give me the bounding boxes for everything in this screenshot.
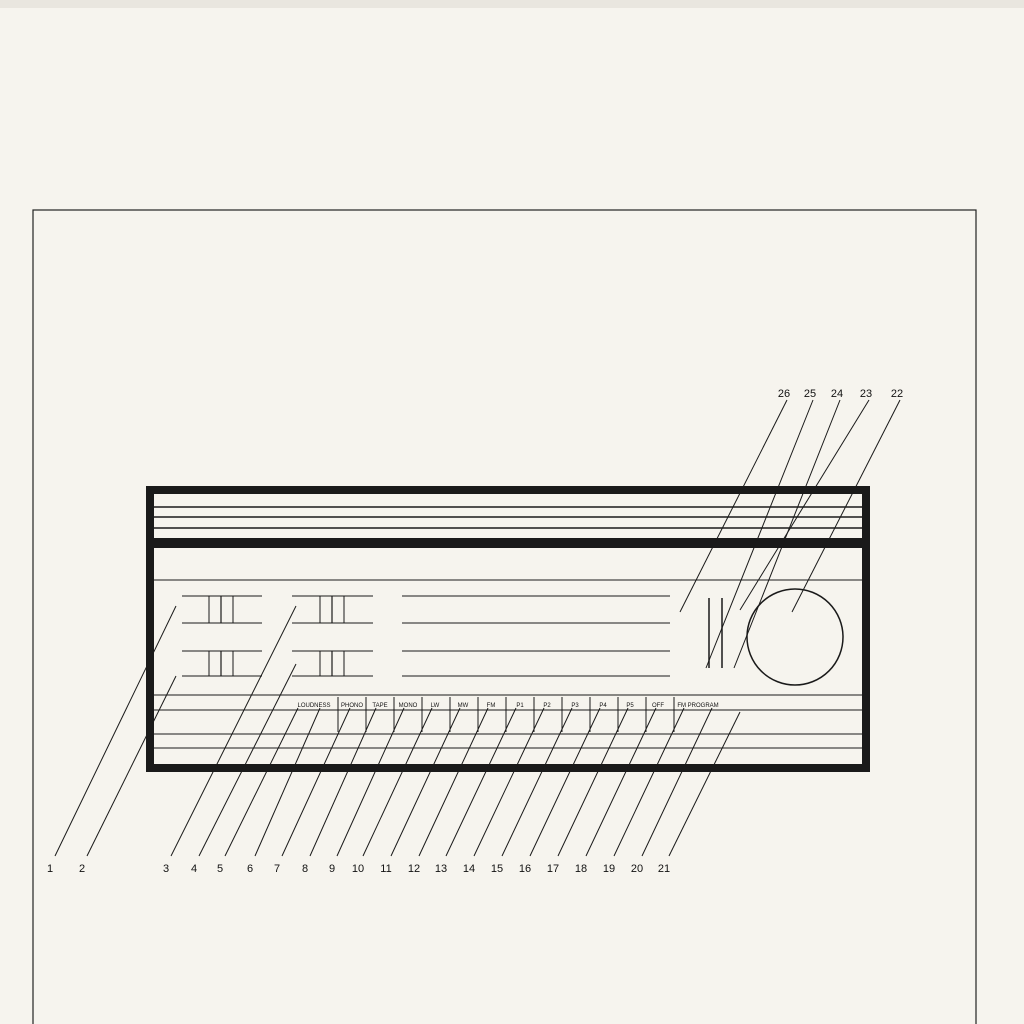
leader-line-12: [418, 707, 489, 857]
slider-control-group-center: [292, 595, 373, 677]
leader-line-21: [668, 711, 741, 857]
callout-13: 13: [435, 863, 447, 875]
leader-line-4: [198, 663, 297, 857]
button-label-tape: TAPE: [372, 703, 387, 709]
leader-line-22: [791, 399, 901, 613]
callout-21: 21: [658, 863, 670, 875]
receiver-body: [146, 486, 870, 772]
leader-line-20: [641, 707, 713, 857]
leader-line-1: [54, 605, 177, 857]
leader-line-2: [86, 675, 177, 857]
callout-11: 11: [380, 863, 391, 875]
leader-line-9: [336, 707, 405, 857]
button-label-mono: MONO: [399, 703, 418, 709]
leader-line-3: [170, 605, 297, 857]
button-label-lw: LW: [431, 703, 440, 709]
callout-6: 6: [247, 863, 253, 875]
button-label-phono: PHONO: [341, 703, 363, 709]
leader-line-10: [362, 707, 433, 857]
callout-22: 22: [891, 388, 903, 400]
leader-line-18: [585, 707, 657, 857]
button-label-p2: P2: [543, 703, 551, 709]
leader-line-7: [281, 707, 351, 857]
button-label-p5: P5: [626, 703, 634, 709]
top-band: [154, 538, 862, 548]
callout-2: 2: [79, 863, 85, 875]
leader-line-14: [473, 707, 545, 857]
tuning-knob: [746, 588, 844, 686]
leader-line-15: [501, 707, 573, 857]
leader-line-25: [705, 399, 814, 669]
callout-9: 9: [329, 863, 335, 875]
callout-7: 7: [274, 863, 280, 875]
callout-15: 15: [491, 863, 503, 875]
leader-line-23: [739, 399, 870, 611]
callout-14: 14: [463, 863, 475, 875]
button-row: LOUDNESS PHONO TAPE MONO LW MW FM P1 P2 P3 P4 P5 OFF…: [297, 697, 719, 732]
callout-1: 1: [47, 863, 53, 875]
leader-line-11: [390, 707, 461, 857]
callout-8: 8: [302, 863, 308, 875]
leader-line-16: [529, 707, 601, 857]
button-label-p1: P1: [516, 703, 524, 709]
callout-25: 25: [804, 388, 816, 400]
leader-line-26: [679, 399, 788, 613]
leader-line-17: [557, 707, 629, 857]
callout-20: 20: [631, 863, 643, 875]
callout-23: 23: [860, 388, 872, 400]
leader-line-6: [254, 707, 321, 857]
callout-19: 19: [603, 863, 615, 875]
callout-18: 18: [575, 863, 587, 875]
button-label-fm: FM: [487, 703, 496, 709]
button-label-mw: MW: [458, 703, 469, 709]
button-label-fm-program: FM PROGRAM: [677, 703, 718, 709]
leader-line-5: [224, 707, 299, 857]
callout-26: 26: [778, 388, 790, 400]
callout-leaders: [54, 399, 901, 857]
button-label-p3: P3: [571, 703, 579, 709]
leader-line-8: [309, 707, 377, 857]
leader-line-13: [445, 707, 517, 857]
diagram-frame: [32, 209, 977, 1024]
display-lines: [402, 595, 670, 677]
callout-10: 10: [352, 863, 364, 875]
callout-12: 12: [408, 863, 420, 875]
callout-4: 4: [191, 863, 197, 875]
button-label-off: OFF: [652, 703, 664, 709]
slider-control-group-left: [182, 595, 262, 677]
callout-17: 17: [547, 863, 559, 875]
button-label-p4: P4: [599, 703, 607, 709]
leader-line-19: [613, 707, 685, 857]
callout-5: 5: [217, 863, 223, 875]
button-label-loudness: LOUDNESS: [297, 703, 330, 709]
page-top-edge: [0, 0, 1024, 8]
callout-16: 16: [519, 863, 531, 875]
callout-24: 24: [831, 388, 843, 400]
callout-3: 3: [163, 863, 169, 875]
